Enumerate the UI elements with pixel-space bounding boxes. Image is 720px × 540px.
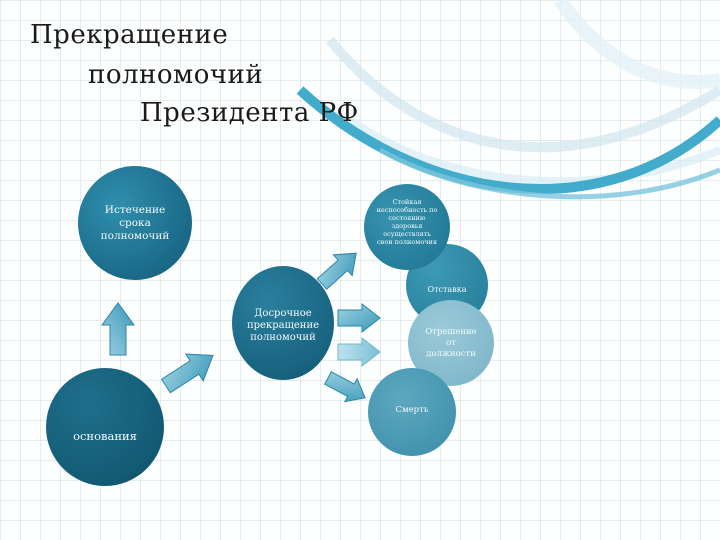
arrow-to-removal: [337, 336, 381, 368]
arrow-to-incapacity: [316, 252, 357, 290]
title-line-3: Президента РФ: [140, 98, 359, 128]
node-expiry-label: Истечение срока полномочий: [100, 203, 170, 242]
node-early-termination: Досрочное прекращение полномочий: [232, 266, 334, 380]
node-death: Смерть: [368, 368, 456, 456]
arrow-up: [101, 302, 135, 356]
node-expiry: Истечение срока полномочий: [78, 166, 192, 280]
node-death-label: Смерть: [395, 405, 429, 415]
node-early-termination-label: Досрочное прекращение полномочий: [246, 308, 320, 343]
node-incapacity-label: Стойкая неспособность по состоянию здоро…: [376, 198, 438, 246]
title-line-1: Прекращение: [30, 20, 229, 50]
arrow-to-death: [324, 371, 366, 403]
node-grounds: основания: [46, 368, 164, 486]
node-removal-label: Отрешение от должности: [425, 326, 477, 359]
node-grounds-label: основания: [73, 429, 137, 443]
arrow-to-resignation: [337, 302, 381, 334]
arrow-diagonal: [160, 353, 214, 394]
node-incapacity: Стойкая неспособность по состоянию здоро…: [364, 184, 450, 270]
title-line-2: полномочий: [88, 60, 264, 90]
node-resignation-label: Отставка: [427, 285, 467, 294]
